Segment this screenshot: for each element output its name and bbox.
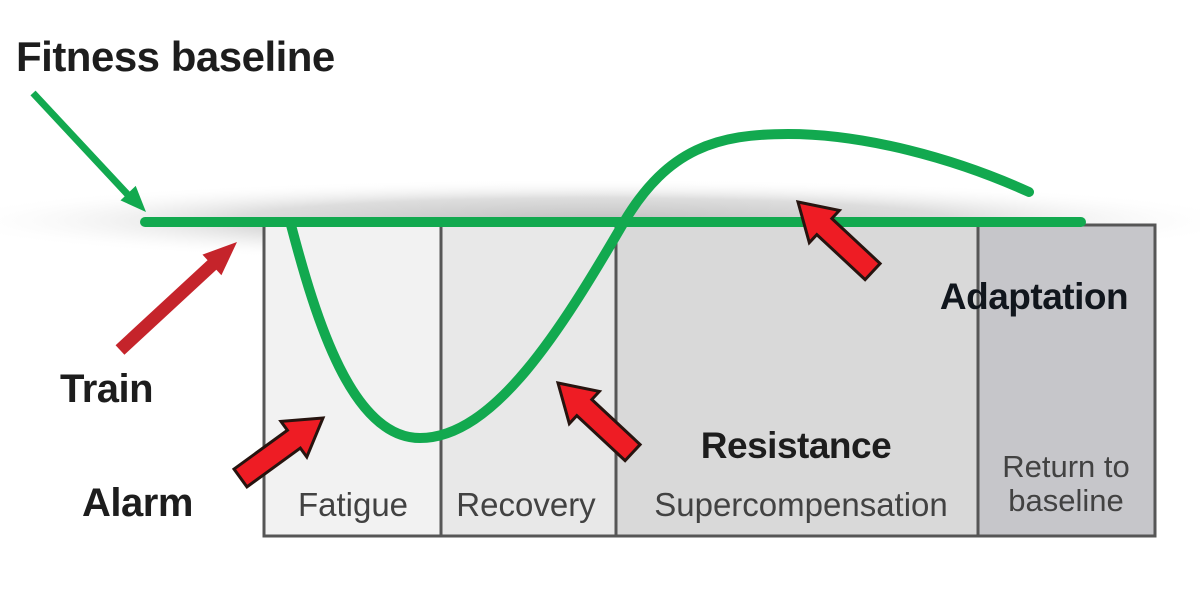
phase-panels <box>262 223 1157 538</box>
fitness-baseline-label: Fitness baseline <box>16 33 335 80</box>
resistance-label: Resistance <box>700 425 892 466</box>
phase-label-return-to-baseline: Return to baseline <box>1002 449 1130 519</box>
panel-return-to-baseline <box>976 223 1157 538</box>
adaptation-arrow <box>795 200 883 282</box>
train-label: Train <box>60 367 154 411</box>
performance-curve <box>286 128 1034 444</box>
train-arrow <box>115 242 237 355</box>
adaptation-label: Adaptation <box>939 276 1129 317</box>
phase-label-supercompensation: Supercompensation <box>654 486 948 523</box>
recovery-arrow <box>555 381 643 463</box>
phase-label-recovery: Recovery <box>456 486 596 523</box>
alarm-label: Alarm <box>82 481 193 525</box>
fitness-baseline-pointer-arrow <box>30 90 146 212</box>
phase-label-fatigue: Fatigue <box>297 486 409 523</box>
alarm-arrow <box>231 416 326 489</box>
